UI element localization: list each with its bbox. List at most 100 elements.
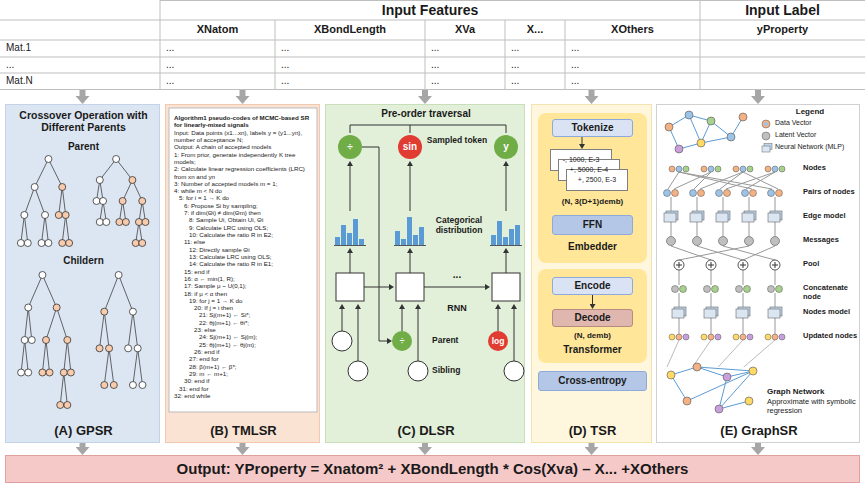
line-shape <box>498 309 499 331</box>
circle-shape <box>680 286 687 293</box>
line-shape <box>28 308 32 341</box>
g-shape <box>96 272 146 389</box>
pseudo-code-line: 31: end for <box>174 385 313 392</box>
line-shape <box>0 89 865 90</box>
text-holder: Algorithm1 pseudo-codes of MCMC-based SR… <box>174 114 313 129</box>
circle-shape <box>776 286 783 293</box>
text-holder: XOthers <box>565 23 700 36</box>
circle-shape <box>64 337 71 344</box>
text-holder: 6: Propose Si by sampling; <box>174 202 313 209</box>
circle-shape <box>139 382 146 389</box>
circle-shape <box>139 198 146 205</box>
pseudo-code-line: 7: if dim(Θi) ≠ dim(Θm) then <box>174 209 313 216</box>
circle-shape <box>129 177 136 184</box>
panel-text: Pairs of nodes <box>803 188 859 197</box>
connector-arrow <box>80 90 86 96</box>
text-holder: ... <box>166 59 226 71</box>
text-holder: FFN <box>583 219 602 231</box>
circle-shape <box>765 334 771 340</box>
panel-text: Messages <box>803 236 859 245</box>
g-shape <box>18 272 75 409</box>
line-shape <box>700 0 701 90</box>
process-box: Tokenize <box>552 119 633 137</box>
circle-shape <box>66 240 73 247</box>
line-shape <box>671 375 687 401</box>
text-holder: 20: If j = i then <box>174 304 313 311</box>
token-circle: sin <box>398 135 422 159</box>
circle-shape <box>738 260 748 270</box>
line-shape <box>723 222 724 236</box>
circle-shape <box>39 272 46 279</box>
text-holder: ... <box>6 59 156 71</box>
circle-shape <box>62 212 69 219</box>
text-holder: Parent <box>6 141 161 153</box>
line-shape <box>24 187 34 215</box>
box-label: Cross-entropy <box>558 375 626 387</box>
line-shape <box>0 73 865 74</box>
circle-shape <box>771 237 780 246</box>
text-holder: Encode <box>574 280 610 292</box>
text-holder: (D) TSR <box>532 423 653 438</box>
text-holder: ... <box>431 75 491 87</box>
box-label: Tokenize <box>571 122 613 134</box>
text-holder: 23: else <box>174 326 313 333</box>
pseudo-code-line: 14: Calculate the ratio R in E1; <box>174 260 313 267</box>
text-holder: 29: m ← m+1; <box>174 370 313 377</box>
text-holder: ... <box>431 42 491 54</box>
rect-shape <box>413 235 418 245</box>
circle-shape <box>665 123 673 131</box>
rect-shape <box>341 225 346 245</box>
text-holder: Embedder <box>538 241 647 253</box>
line-shape <box>25 308 29 341</box>
circle-shape <box>135 219 142 226</box>
circle-shape <box>683 334 689 340</box>
text-holder: ... <box>281 42 341 54</box>
circle-shape <box>701 166 707 172</box>
line-shape <box>711 318 712 334</box>
panel-text: Edge model <box>803 212 859 221</box>
connector-arrow <box>589 443 595 447</box>
text-holder: Mat.N <box>6 75 156 87</box>
circle-shape <box>697 139 705 147</box>
circle-shape <box>28 337 35 344</box>
circle-shape <box>707 117 715 125</box>
method-panel: Crossover Operation with Different Paren… <box>5 104 160 443</box>
circle-shape <box>59 184 66 191</box>
circle-shape <box>744 286 751 293</box>
text-holder: ... <box>511 42 571 54</box>
line-shape <box>679 270 680 285</box>
legend-item: Neural Network (MLP) <box>761 143 859 151</box>
panel-text: XVa <box>425 23 505 36</box>
circle-shape <box>55 212 62 219</box>
circle-shape <box>125 345 132 352</box>
text-holder: 31: end for <box>174 385 313 392</box>
rect-shape <box>497 221 502 245</box>
line-shape <box>46 308 57 341</box>
line-shape <box>668 172 679 189</box>
connector-arrow <box>422 443 428 447</box>
circle-shape <box>683 397 691 405</box>
panel-text: ... <box>571 75 631 87</box>
circle-shape <box>139 240 146 247</box>
circle-shape <box>25 304 32 311</box>
circle-shape <box>750 190 757 197</box>
connector-arrow <box>240 90 246 96</box>
line-shape <box>743 246 775 260</box>
method-panel: (D) TSR(N, 3(D+1)demb)EmbedderTokenize-,… <box>531 104 652 443</box>
panel-text: Parent <box>6 141 161 153</box>
panel-text: ... <box>166 59 226 71</box>
circle-shape <box>504 361 524 381</box>
line-shape <box>28 275 42 308</box>
panel-text: (E) GraphSR <box>657 423 861 438</box>
text-holder: Edge model <box>803 212 859 221</box>
text-holder: XNatom <box>160 23 275 36</box>
rect-shape <box>359 239 364 245</box>
circle-shape <box>762 132 770 140</box>
text-holder: 24: Sj(m+1) ← Sj(m); <box>174 333 313 340</box>
circle-shape <box>749 367 757 375</box>
circle-shape <box>667 237 676 246</box>
circle-shape <box>134 345 141 352</box>
connector-arrow <box>240 443 246 447</box>
pseudo-code-line: 26: end if <box>174 348 313 355</box>
line-shape <box>490 245 522 246</box>
